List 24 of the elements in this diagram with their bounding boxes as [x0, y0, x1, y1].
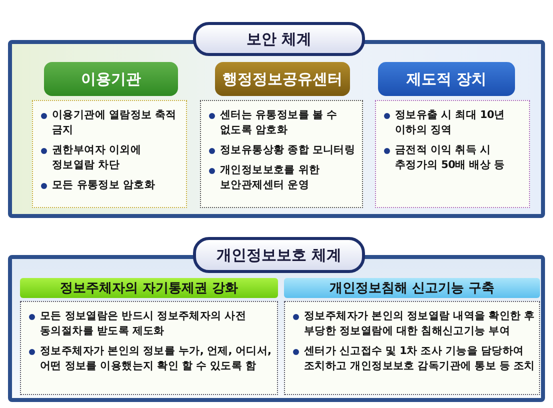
bullet-text: 권한부여자 이외에 정보열람 차단: [52, 143, 142, 173]
section-title: 보안 체계: [193, 22, 365, 56]
header-label: 개인정보침해 신고기능 구축: [284, 278, 540, 298]
bullet-text: 금전적 이익 취득 시 추정가의 50배 배상 등: [395, 143, 506, 173]
bullet-text: 모든 유통정보 암호화: [52, 178, 156, 193]
header-label: 행정정보공유센터: [215, 62, 350, 96]
bullet-text: 개인정보보호를 위한 보안관제센터 운영: [220, 163, 321, 193]
bullet-text: 모든 정보열람은 반드시 정보주체자의 사전 동의절차를 받도록 제도화: [40, 309, 248, 339]
section-title: 개인정보보호 체계: [193, 237, 365, 273]
bullet-panel: [20, 301, 278, 395]
bullet-text: 정보주체자가 본인의 정보를 누가, 언제, 어디서, 어떤 정보를 이용했는지 확인 할 수 있도록 함: [40, 344, 272, 374]
bullet-text: 정보유통상황 종합 모니터링: [220, 143, 356, 158]
header-label: 정보주체자의 자기통제권 강화: [20, 278, 278, 298]
bullet-panel: [284, 301, 540, 395]
bullet-panel: [32, 100, 187, 208]
header-label: 이용기관: [44, 62, 178, 96]
bullet-text: 정보유출 시 최대 10년 이하의 징역: [395, 108, 506, 138]
bullet-panel: [200, 100, 363, 208]
header-label: 제도적 장치: [378, 62, 515, 96]
bullet-text: 센터가 신고접수 및 1차 조사 기능을 담당하여 조치하고 개인정보보호 감독기관에 통보 등 조치: [304, 344, 535, 374]
bullet-panel: [375, 100, 530, 208]
bullet-text: 센터는 유통정보를 볼 수 없도록 암호화: [220, 108, 338, 138]
bullet-text: 이용기관에 열람정보 축적 금지: [52, 108, 178, 138]
bullet-text: 정보주체자가 본인의 정보열람 내역을 확인한 후 부당한 정보열람에 대한 침해신고기능 부여: [304, 309, 535, 339]
